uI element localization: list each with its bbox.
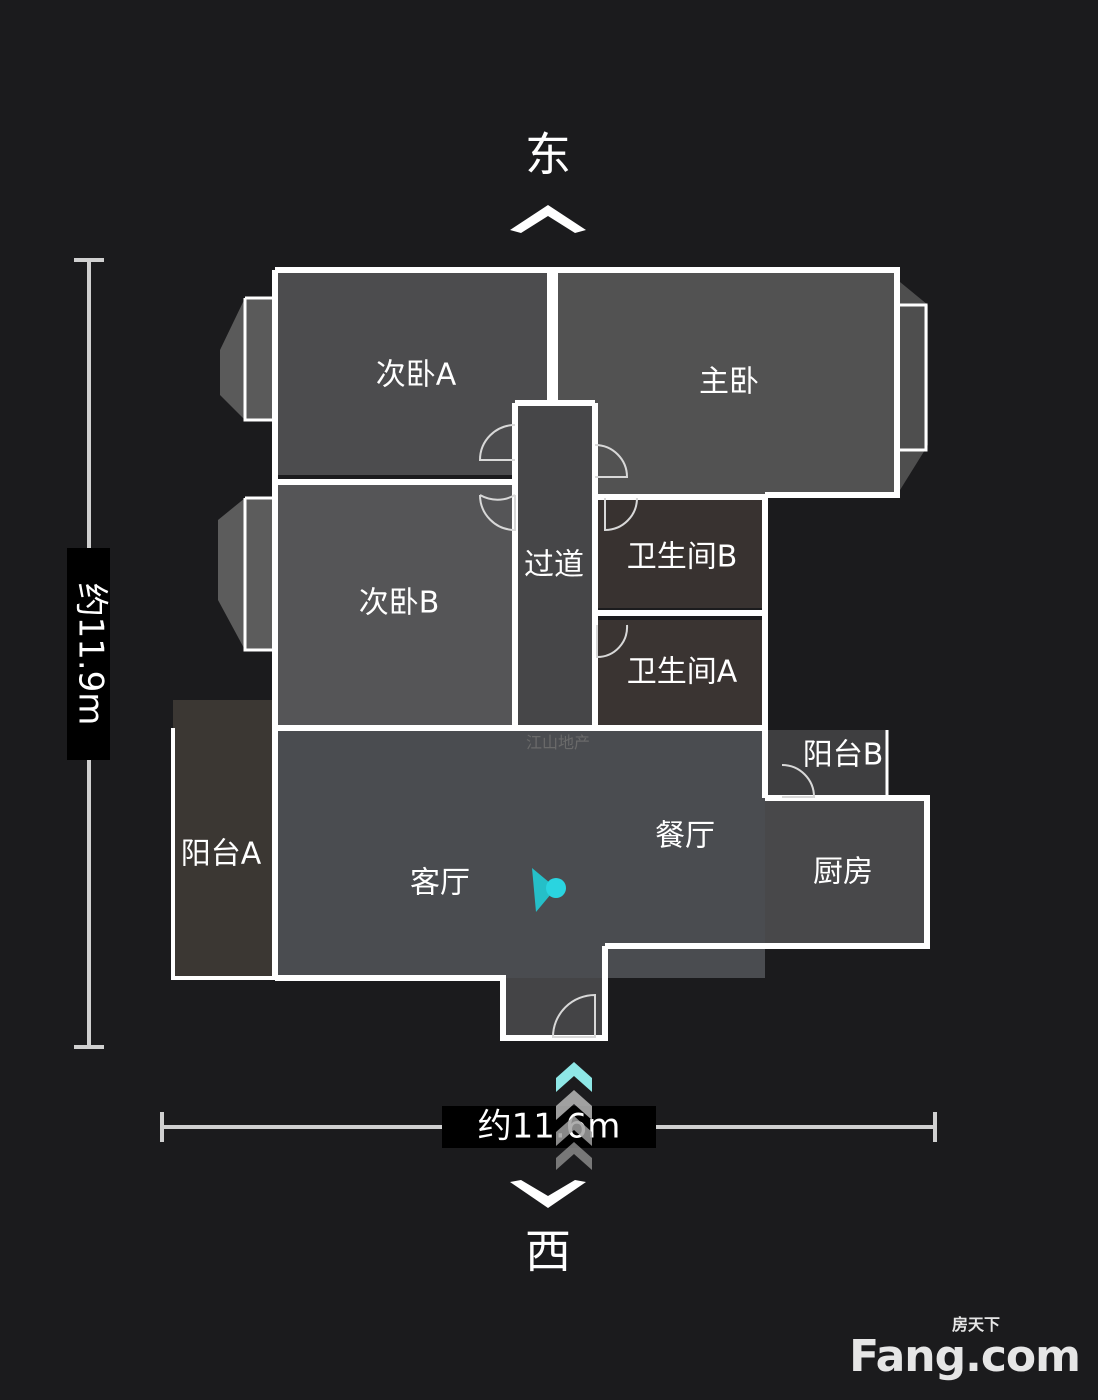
width-label: 约11.6m (478, 1107, 621, 1147)
room-label-corridor: 过道 (524, 548, 584, 583)
compass-bottom-label: 西 (525, 1225, 571, 1279)
doors (478, 424, 816, 1038)
compass-up-arrow-icon (510, 205, 586, 233)
height-label: 约11.9m (71, 583, 111, 726)
logo-tagline: 房天下 (951, 1315, 1000, 1334)
compass-top-label: 东 (525, 128, 571, 182)
entrance-arrows-icon[interactable] (556, 1062, 592, 1170)
width-dimension: 约11.6m (160, 1106, 937, 1148)
walls (171, 267, 930, 1041)
room-labels: 次卧A 主卧 次卧B 过道 卫生间B 卫生间A 阳台B 阳台A 客厅 餐厅 厨房… (181, 358, 884, 901)
room-label-balcony-b: 阳台B (803, 738, 884, 773)
compass-down-arrow-icon (510, 1180, 586, 1208)
room-label-bedroom-second-a: 次卧A (376, 358, 457, 393)
faint-watermark: 江山地产 (526, 733, 590, 752)
height-dimension: 约11.9m (67, 258, 111, 1049)
logo-brand: Fang.com (849, 1331, 1081, 1382)
room-label-bathroom-b: 卫生间B (627, 540, 738, 575)
room-label-bedroom-second-b: 次卧B (359, 586, 440, 621)
room-label-living-room: 客厅 (410, 866, 470, 901)
fang-logo: 房天下 Fang.com (849, 1315, 1081, 1382)
room-label-balcony-a: 阳台A (181, 837, 262, 872)
room-label-master-bedroom: 主卧 (699, 365, 759, 400)
viewpoint-marker-icon[interactable] (532, 868, 566, 912)
room-label-dining-room: 餐厅 (655, 819, 715, 854)
room-label-kitchen: 厨房 (813, 855, 873, 890)
room-fills (173, 270, 928, 1038)
room-label-bathroom-a: 卫生间A (627, 655, 738, 690)
